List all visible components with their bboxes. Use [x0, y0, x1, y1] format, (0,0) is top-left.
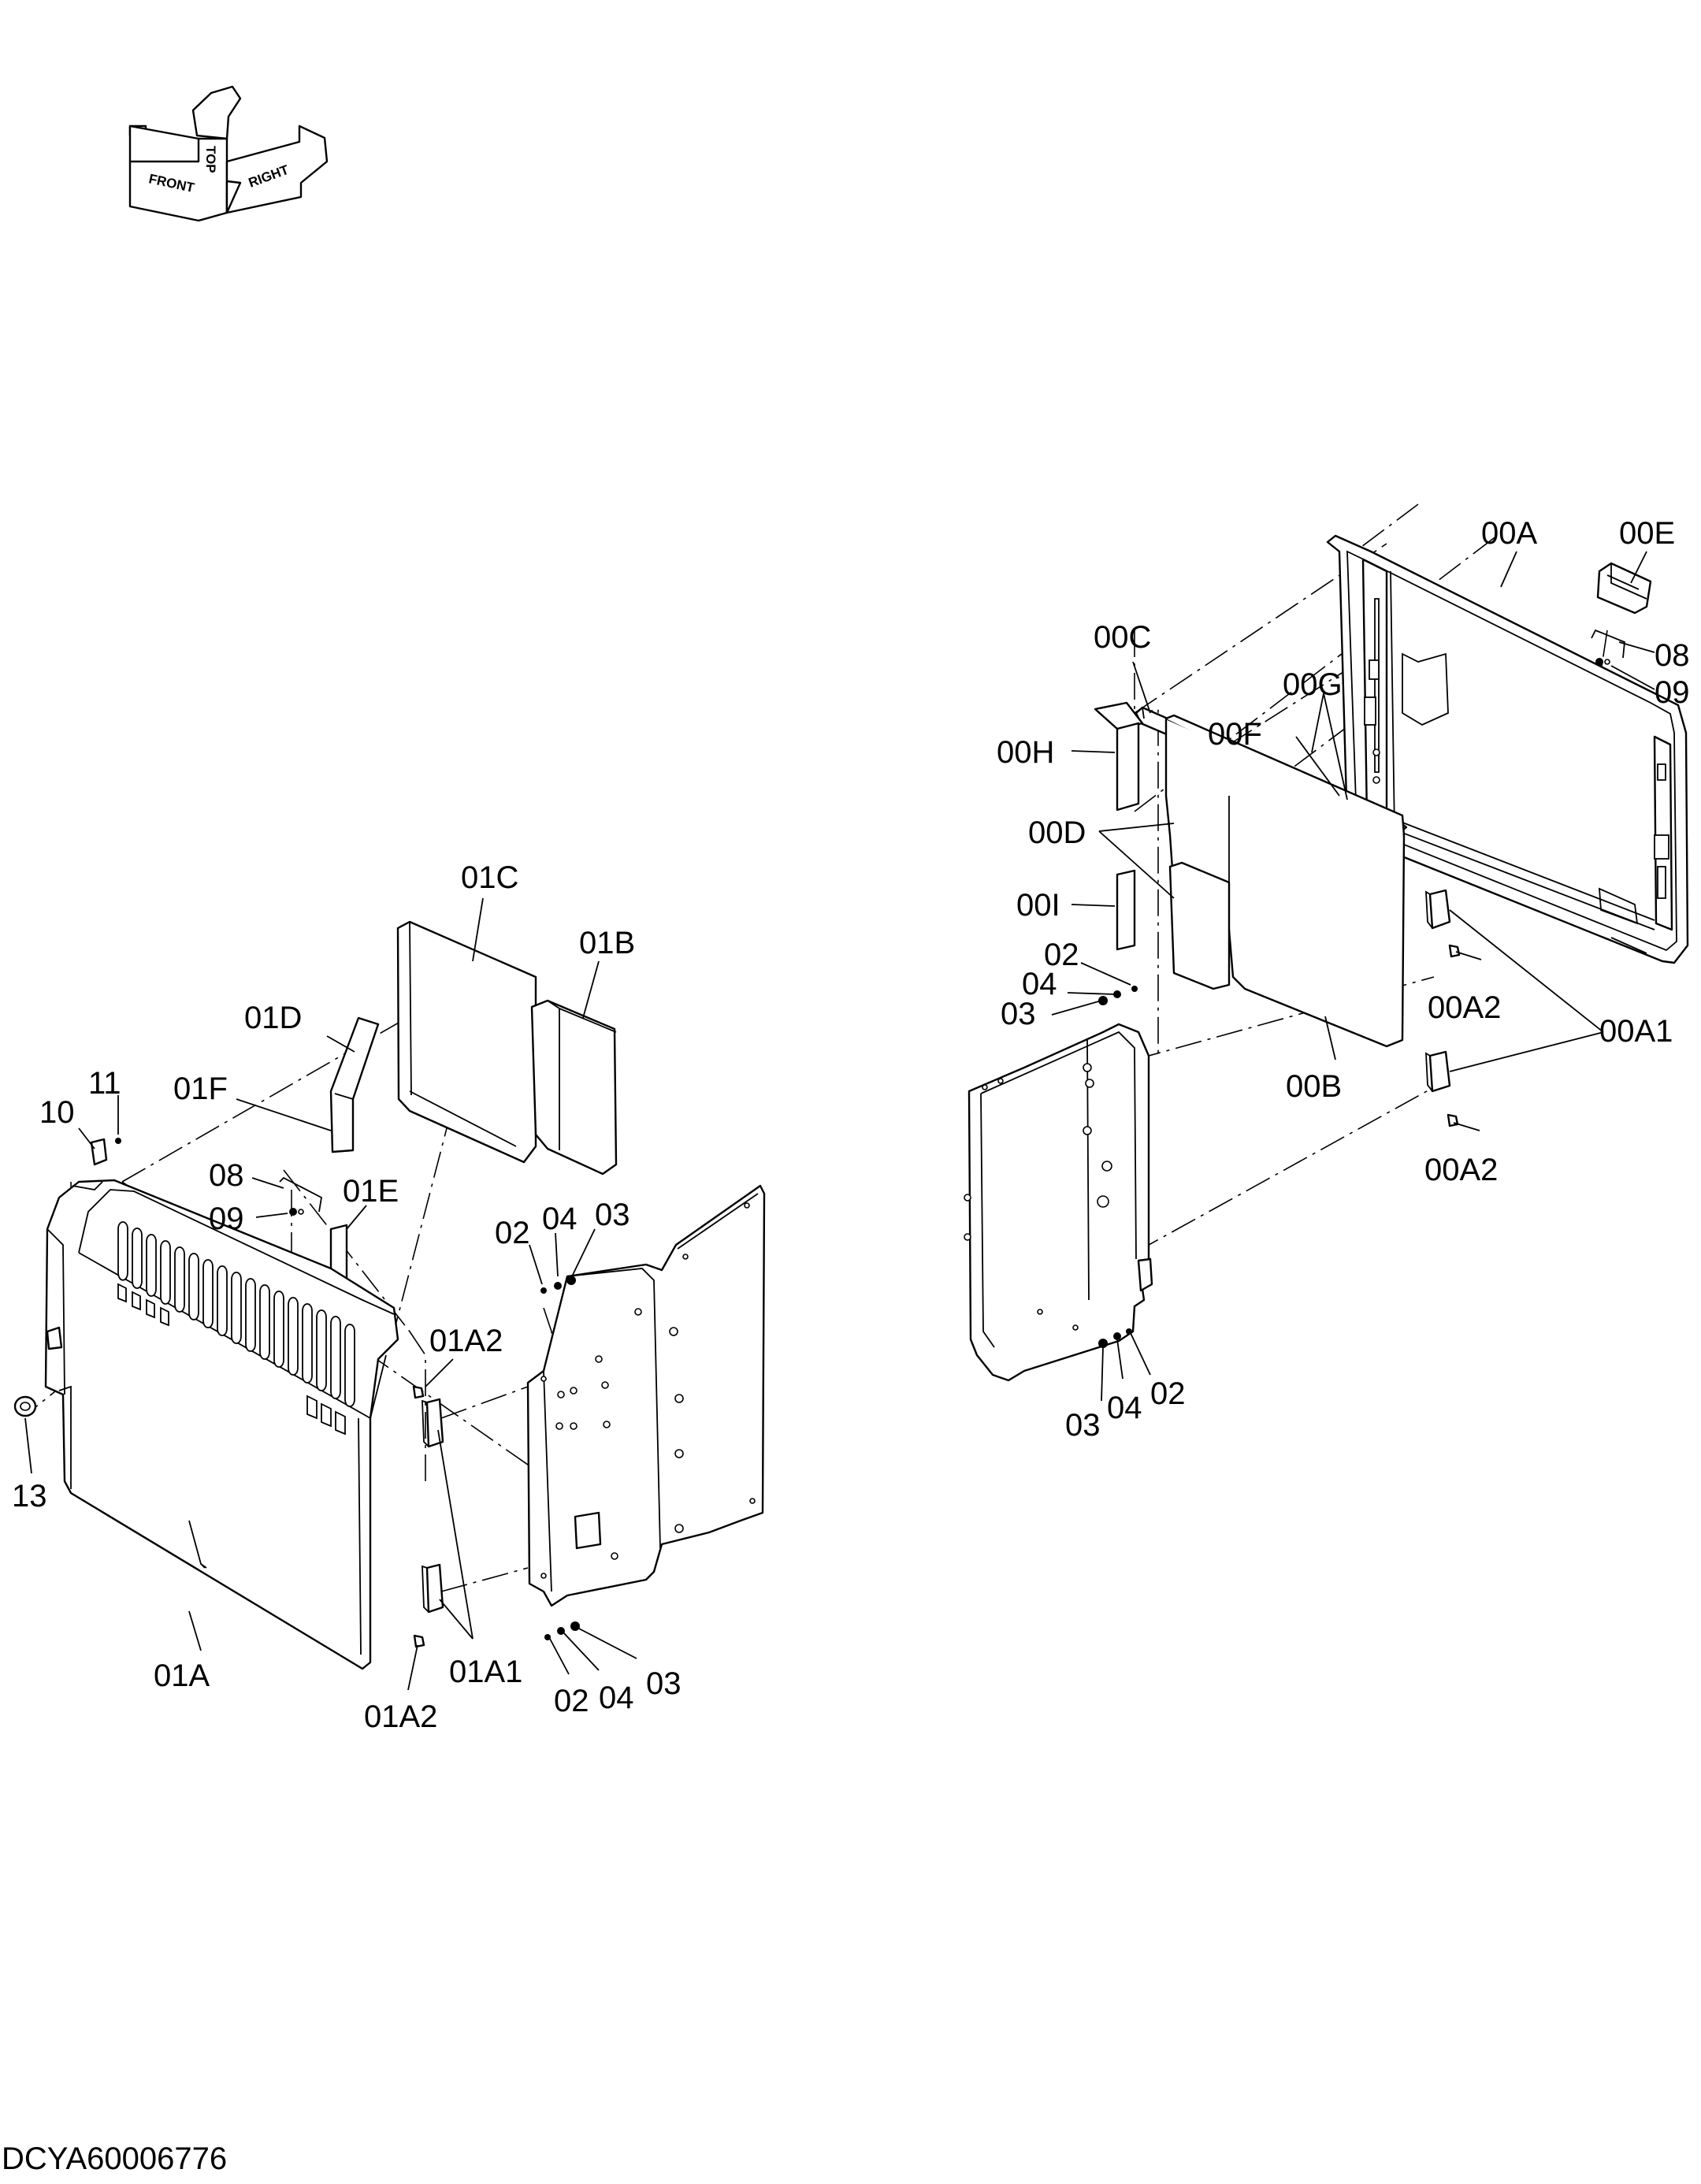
callout-13: 13: [12, 1479, 47, 1514]
part-left-fasteners-bottom: [544, 1621, 580, 1640]
callout-00E: 00E: [1619, 516, 1675, 551]
callout-08-right: 08: [1655, 638, 1690, 673]
callout-01A: 01A: [154, 1658, 210, 1693]
part-01C-insulation: [396, 920, 537, 1164]
orientation-top-label: TOP: [203, 146, 218, 173]
callout-00A1: 00A1: [1599, 1014, 1673, 1049]
callout-04-left-bottom: 04: [599, 1681, 634, 1715]
part-01D-01F-strip: [329, 1016, 380, 1153]
part-00H-pad: [1094, 701, 1144, 812]
orientation-arrows-icon: TOP FRONT RIGHT: [128, 85, 329, 222]
callout-00D: 00D: [1028, 815, 1086, 850]
callout-01D: 01D: [244, 1001, 302, 1035]
callout-01A2-bottom: 01A2: [364, 1699, 437, 1734]
callout-04-right-top: 04: [1022, 967, 1057, 1001]
callout-01A2-top: 01A2: [429, 1324, 503, 1358]
part-13-grommet: [13, 1395, 37, 1417]
part-01B-pad: [530, 999, 618, 1176]
part-right-fasteners-top: [1098, 986, 1138, 1005]
callout-00C: 00C: [1094, 620, 1151, 655]
callout-00A2-top: 00A2: [1428, 990, 1501, 1025]
callout-02-left-bottom: 02: [554, 1684, 589, 1718]
part-00E-bracket: [1596, 562, 1652, 615]
callout-01E: 01E: [343, 1174, 399, 1209]
part-00I-pad: [1116, 869, 1136, 951]
callout-02-left-top: 02: [495, 1216, 530, 1250]
callout-00G: 00G: [1283, 667, 1343, 702]
part-right-backing-plate: [964, 1023, 1153, 1382]
part-08-09-left: [279, 1176, 322, 1216]
right-assembly: 00A 00E 00C 00G 08 09 00F 00H 00D 00I 02…: [964, 503, 1690, 1443]
part-00B-insulation: [1164, 714, 1406, 1048]
callout-08-left: 08: [209, 1158, 244, 1193]
callout-01A1: 01A1: [449, 1655, 522, 1689]
callout-02-right-top: 02: [1044, 938, 1079, 972]
callout-09-right: 09: [1655, 675, 1690, 710]
part-00A2-screws: [1447, 944, 1461, 1127]
callout-04-left-top: 04: [542, 1202, 578, 1236]
callout-11: 11: [88, 1066, 121, 1101]
callout-01B: 01B: [579, 926, 635, 960]
callout-01C: 01C: [461, 860, 518, 895]
callout-00A2-bottom: 00A2: [1424, 1153, 1498, 1187]
callout-00H: 00H: [997, 735, 1054, 770]
callout-02-right-bottom: 02: [1150, 1376, 1186, 1411]
part-00A-frame: [1326, 534, 1689, 964]
callout-01F: 01F: [173, 1072, 228, 1106]
callout-04-right-bottom: 04: [1107, 1391, 1142, 1425]
callout-03-left-top: 03: [595, 1198, 630, 1232]
callout-00A: 00A: [1481, 516, 1537, 551]
part-right-fasteners-bottom: [1098, 1328, 1132, 1348]
drawing-code-label: DCYA60006776: [2, 2141, 228, 2176]
part-08-09-right: [1591, 629, 1625, 666]
part-01A-cover: [44, 1179, 399, 1670]
part-left-fasteners-top: [540, 1276, 576, 1294]
callout-00F: 00F: [1208, 717, 1262, 752]
part-left-backing-plate: [526, 1184, 766, 1607]
callout-03-right-top: 03: [1001, 997, 1036, 1031]
callout-10: 10: [39, 1095, 75, 1130]
part-10-11-clip: [90, 1138, 121, 1166]
grille-slots: [117, 1221, 355, 1436]
part-01A2-screws: [412, 1385, 425, 1648]
callout-09-left: 09: [209, 1202, 244, 1236]
callout-03-left-bottom: 03: [646, 1666, 682, 1701]
part-00A1-hinges: [1425, 889, 1451, 1093]
callout-00I: 00I: [1016, 888, 1060, 923]
callout-03-right-bottom: 03: [1065, 1408, 1101, 1443]
left-assembly: 01C 01B 01D 11 10 01F 08 09 01E 02 04 03…: [12, 860, 766, 1734]
callout-00B: 00B: [1286, 1069, 1342, 1104]
